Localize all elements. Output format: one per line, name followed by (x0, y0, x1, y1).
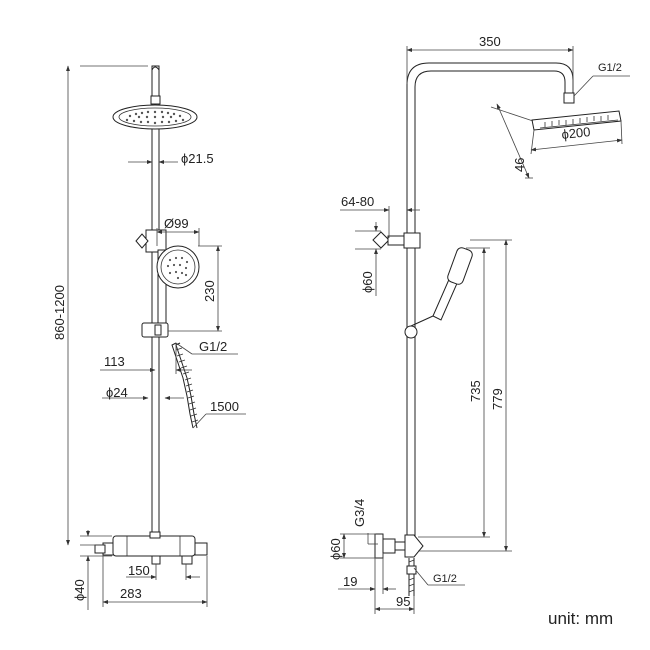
bracket-diameter-label: ϕ24 (106, 385, 128, 400)
handshower-height-label: 230 (202, 280, 217, 302)
hand-shower-head (156, 245, 200, 331)
bracket-diameter-label-side: ϕ60 (360, 271, 375, 293)
inlet-offset-label: 19 (343, 574, 357, 589)
hose-connection-label: G1/2 (199, 339, 227, 354)
thermostatic-mixer-front (94, 531, 208, 565)
overhead-shower-head (112, 104, 198, 130)
projection-label: 95 (396, 594, 410, 609)
outlet-connection-label: G1/2 (433, 573, 457, 585)
head-diameter-label: ϕ200 (561, 124, 591, 142)
total-height-label: 779 (490, 388, 505, 410)
handshower-bracket (145, 229, 167, 253)
inlet-thread-label: G3/4 (352, 499, 367, 527)
bracket-offset-label: 113 (104, 354, 125, 369)
front-view: 860-1200 ϕ21.5 Ø99 230 G1/2 113 ϕ24 1500 (52, 65, 246, 610)
unit-label: unit: mm (548, 609, 613, 628)
riser-arm (406, 62, 574, 538)
head-thickness-label: 46 (512, 158, 527, 172)
height-label: 860-1200 (52, 285, 67, 340)
outlet-spacing-label: 150 (128, 563, 150, 578)
side-view: 350 G1/2 ϕ200 46 64-80 ϕ60 735 (328, 34, 630, 614)
handshower-diameter-label: Ø99 (164, 216, 189, 231)
head-connection-label: G1/2 (598, 62, 622, 74)
escutcheon-diameter-label: ϕ60 (328, 538, 343, 560)
wall-bracket (372, 231, 421, 249)
pipe-diameter-label: ϕ21.5 (181, 151, 214, 166)
hose (171, 342, 194, 429)
mixer-diameter-label: ϕ40 (72, 579, 87, 601)
mixer-width-label: 283 (120, 586, 142, 601)
bottom-wall-mount (374, 533, 424, 596)
slide-height-label: 735 (468, 380, 483, 402)
arm-length-label: 350 (479, 34, 501, 49)
hand-shower-side (404, 247, 473, 339)
wall-offset-label: 64-80 (341, 194, 374, 209)
hose-length-label: 1500 (210, 399, 239, 414)
